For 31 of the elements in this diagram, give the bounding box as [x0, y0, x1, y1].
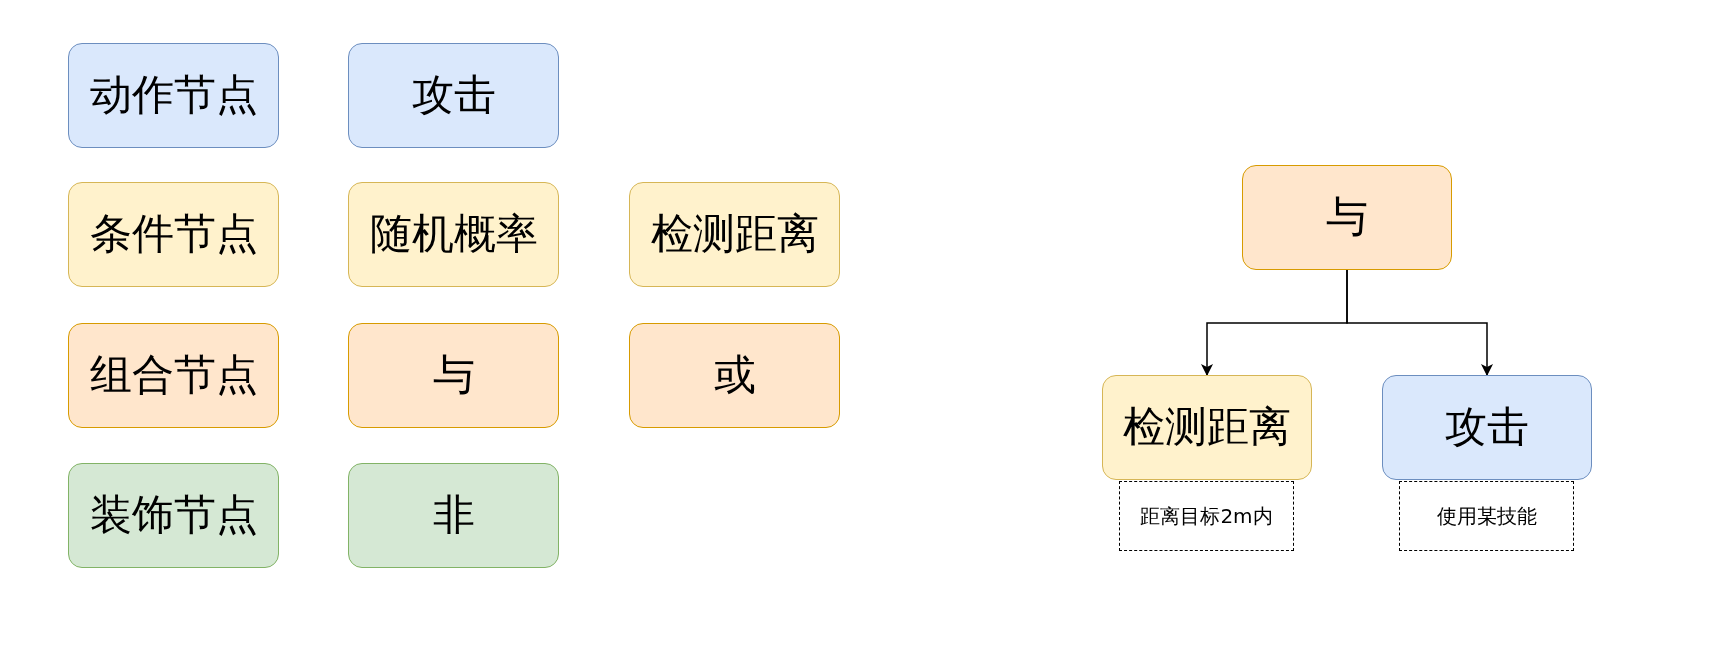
dashed-note-box	[1119, 481, 1294, 551]
rounded-box	[68, 43, 279, 148]
node-label: 使用某技能	[1436, 503, 1537, 529]
rounded-box	[1242, 165, 1452, 270]
rounded-box	[348, 323, 559, 428]
rounded-box	[68, 323, 279, 428]
rounded-box	[1102, 375, 1312, 480]
rounded-box	[348, 463, 559, 568]
rounded-box	[68, 182, 279, 287]
node-label: 与	[432, 349, 475, 402]
node-label: 与	[1326, 191, 1368, 244]
node-label: 非	[432, 489, 475, 542]
node-label: 检测距离	[1123, 401, 1291, 454]
node-label: 动作节点	[89, 69, 258, 122]
rounded-box	[629, 182, 840, 287]
node-label: 检测距离	[650, 208, 819, 261]
rounded-box	[629, 323, 840, 428]
node-label: 组合节点	[89, 349, 258, 402]
rounded-box	[348, 182, 559, 287]
rounded-box	[68, 463, 279, 568]
node-label: 条件节点	[89, 208, 258, 261]
node-label: 攻击	[1445, 401, 1529, 454]
node-label: 或	[713, 349, 756, 402]
node-label: 装饰节点	[89, 489, 258, 542]
rounded-box	[348, 43, 559, 148]
node-label: 随机概率	[369, 208, 538, 261]
node-label: 攻击	[411, 69, 496, 122]
node-label: 距离目标2m内	[1140, 503, 1273, 529]
dashed-note-box	[1399, 481, 1574, 551]
arrow	[1346, 269, 1493, 376]
rounded-box	[1382, 375, 1592, 480]
